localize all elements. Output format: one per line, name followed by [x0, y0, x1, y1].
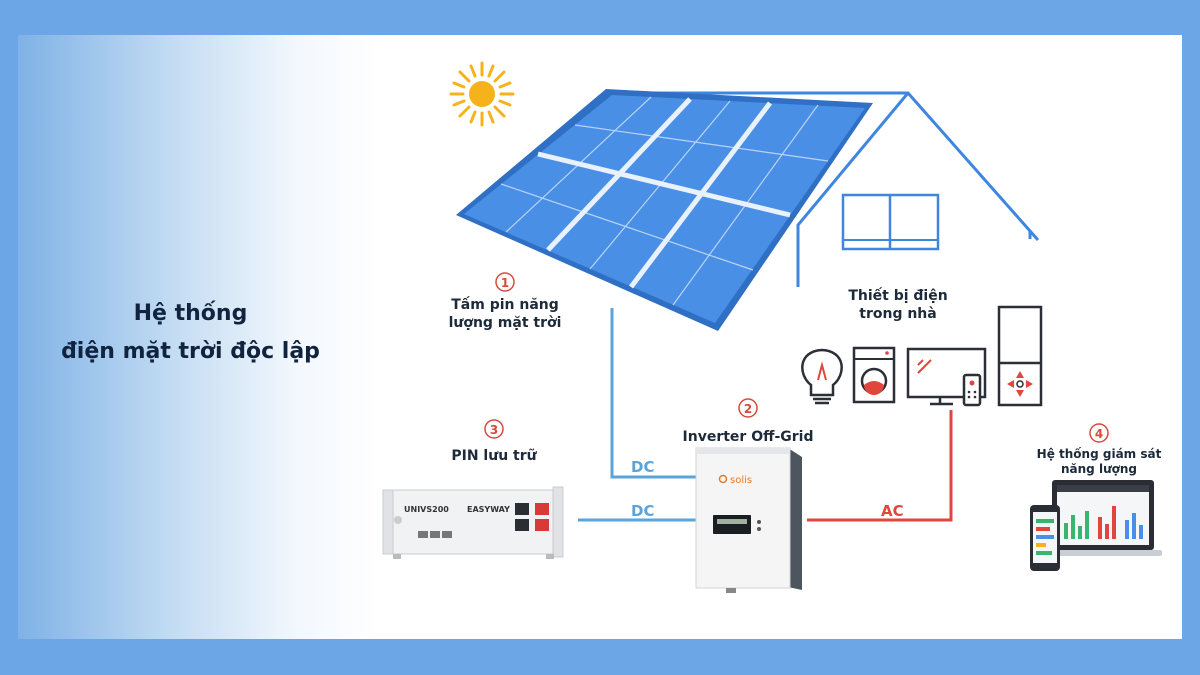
dc-label-panel: DC: [631, 458, 654, 476]
phone-icon: [1030, 505, 1060, 571]
dc-wire-panel: [610, 308, 696, 479]
sun-icon: [449, 61, 515, 127]
monitoring-label-line1: Hệ thống giám sát: [1037, 447, 1162, 461]
solar-panel-icon: [456, 89, 873, 331]
number-badge-2: 2: [744, 402, 752, 416]
house-outline: [623, 91, 1040, 287]
battery-icon: UNIVS200 EASYWAY: [382, 486, 564, 559]
inverter-label: Inverter Off-Grid: [683, 429, 814, 445]
battery-brand: EASYWAY: [467, 505, 510, 514]
component-appliances: Thiết bị điện trong nhà: [848, 287, 947, 322]
solar-panel-label-line2: lượng mặt trời: [449, 315, 562, 331]
washing-machine-icon: [852, 346, 896, 404]
remote-icon: [962, 373, 982, 407]
component-inverter: 2 Inverter Off-Grid: [683, 398, 814, 445]
appliances-label-line2: trong nhà: [859, 306, 936, 322]
monitoring-label-line2: năng lượng: [1061, 462, 1137, 476]
appliances-label-line1: Thiết bị điện: [848, 287, 947, 304]
component-solar-panel: 1 Tấm pin năng lượng mặt trời: [449, 272, 562, 331]
diagram-card: Hệ thống điện mặt trời độc lập: [18, 35, 1182, 639]
lightbulb-icon: [801, 348, 843, 405]
component-monitoring: 4 Hệ thống giám sát năng lượng: [1037, 423, 1162, 476]
ac-wire: [807, 410, 953, 522]
tv-icon: [906, 347, 987, 406]
number-badge-4: 4: [1095, 427, 1103, 441]
component-battery: 3 PIN lưu trữ: [451, 419, 538, 464]
dc-label-battery: DC: [631, 502, 654, 520]
inverter-brand: solis: [730, 475, 752, 486]
inverter-icon: solis: [695, 447, 802, 593]
solar-panel-label-line1: Tấm pin năng: [451, 296, 559, 313]
page-title: Hệ thống điện mặt trời độc lập: [18, 295, 363, 371]
laptop-icon: [1044, 480, 1162, 556]
fridge-icon: [997, 305, 1043, 407]
title-line-2: điện mặt trời độc lập: [61, 339, 320, 364]
number-badge-3: 3: [490, 423, 498, 437]
battery-model: UNIVS200: [404, 505, 449, 514]
battery-label: PIN lưu trữ: [451, 448, 537, 464]
number-badge-1: 1: [501, 276, 509, 290]
solar-system-diagram: DC DC AC 1 Tấm pin năng lượng mặt trời 2…: [382, 61, 1162, 593]
ac-label: AC: [881, 502, 904, 520]
title-line-1: Hệ thống: [133, 301, 248, 326]
